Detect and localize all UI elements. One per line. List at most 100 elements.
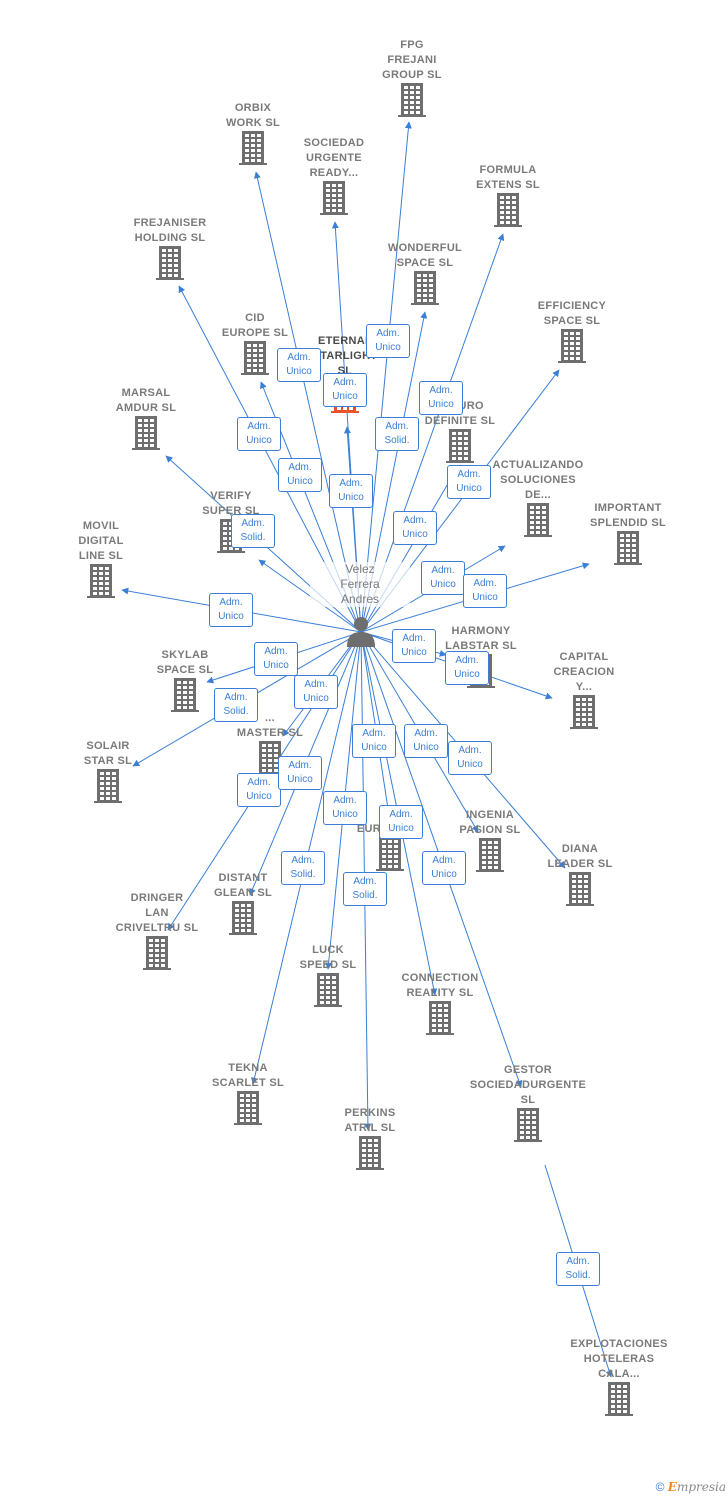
- role-badge-connection[interactable]: Adm. Unico: [379, 805, 423, 839]
- role-badge-master[interactable]: Adm. Unico: [237, 773, 281, 807]
- company-node-gestor[interactable]: GESTOR SOCIEDADURGENTE SL: [468, 1063, 588, 1142]
- company-node-luck[interactable]: LUCK SPEED SL: [268, 943, 388, 1007]
- role-badge-orbix[interactable]: Adm. Unico: [277, 348, 321, 382]
- company-label[interactable]: CID EUROPE SL: [221, 312, 289, 339]
- role-badge-eternal[interactable]: Adm. Unico: [329, 474, 373, 508]
- building-icon: [94, 769, 122, 803]
- role-badge-fpg[interactable]: Adm. Unico: [366, 324, 410, 358]
- building-icon: [614, 531, 642, 565]
- building-icon: [234, 1091, 262, 1125]
- role-badge-luck[interactable]: Adm. Unico: [323, 791, 367, 825]
- company-label[interactable]: TEKNA SCARLET SL: [211, 1062, 285, 1089]
- role-badge-solair[interactable]: Adm. Solid.: [214, 688, 258, 722]
- role-badge-cid[interactable]: Adm. Unico: [278, 458, 322, 492]
- company-node-explotaciones[interactable]: EXPLOTACIONES HOTELERAS CALA...: [559, 1337, 679, 1416]
- company-label[interactable]: HARMONY LABSTAR SL: [445, 625, 517, 652]
- company-label[interactable]: FPG FREJANI GROUP SL: [382, 39, 442, 81]
- role-badge-sociedad[interactable]: Adm. Unico: [323, 373, 367, 407]
- role-badge-ingenia[interactable]: Adm. Unico: [404, 724, 448, 758]
- role-badge-tekna[interactable]: Adm. Solid.: [281, 851, 325, 885]
- company-node-wonderful[interactable]: WONDERFUL SPACE SL: [365, 241, 485, 305]
- company-label[interactable]: MOVIL DIGITAL LINE SL: [78, 520, 124, 562]
- company-label[interactable]: SOLAIR STAR SL: [83, 740, 133, 767]
- company-label[interactable]: MARSAL AMDUR SL: [115, 387, 177, 414]
- building-icon: [229, 901, 257, 935]
- company-node-formula[interactable]: FORMULA EXTENS SL: [448, 163, 568, 227]
- company-node-efficiency[interactable]: EFFICIENCY SPACE SL: [512, 299, 632, 363]
- building-icon: [566, 872, 594, 906]
- company-node-marsal[interactable]: MARSAL AMDUR SL: [86, 386, 206, 450]
- role-badge-perkins[interactable]: Adm. Solid.: [343, 872, 387, 906]
- company-label[interactable]: PERKINS ATRIL SL: [344, 1107, 396, 1134]
- center-person-name[interactable]: Velez Ferrera Andres: [310, 562, 410, 607]
- company-node-fpg[interactable]: FPG FREJANI GROUP SL: [352, 38, 472, 117]
- company-node-perkins[interactable]: PERKINS ATRIL SL: [310, 1106, 430, 1170]
- company-label[interactable]: CAPITAL CREACION Y...: [553, 651, 615, 693]
- role-badge-wonderful[interactable]: Adm. Solid.: [375, 417, 419, 451]
- company-label[interactable]: GESTOR SOCIEDADURGENTE SL: [469, 1064, 587, 1106]
- edge-to-orbix: [253, 171, 362, 633]
- company-label[interactable]: EXPLOTACIONES HOTELERAS CALA...: [570, 1338, 668, 1380]
- company-label[interactable]: FREJANISER HOLDING SL: [133, 217, 207, 244]
- company-label[interactable]: LUCK SPEED SL: [299, 944, 357, 971]
- company-label[interactable]: FORMULA EXTENS SL: [476, 164, 540, 191]
- building-icon: [476, 838, 504, 872]
- building-icon: [356, 1136, 384, 1170]
- company-label[interactable]: CONNECTION REALITY SL: [401, 972, 479, 999]
- building-icon: [376, 837, 404, 871]
- building-icon: [411, 271, 439, 305]
- company-node-connection[interactable]: CONNECTION REALITY SL: [380, 971, 500, 1035]
- role-badge-futuro[interactable]: Adm. Unico: [393, 511, 437, 545]
- role-badge-diana[interactable]: Adm. Unico: [448, 741, 492, 775]
- company-label[interactable]: ACTUALIZANDO SOLUCIONES DE...: [492, 459, 584, 501]
- company-label[interactable]: SKYLAB SPACE SL: [156, 649, 214, 676]
- company-label[interactable]: ... MASTER SL: [236, 712, 304, 739]
- company-node-master[interactable]: ... MASTER SL: [210, 711, 330, 775]
- role-badge-actualizando[interactable]: Adm. Unico: [421, 561, 465, 595]
- company-label[interactable]: DIANA LEADER SL: [547, 843, 613, 870]
- role-badge-efficiency[interactable]: Adm. Unico: [447, 465, 491, 499]
- role-badge-explotaciones[interactable]: Adm. Solid.: [556, 1252, 600, 1286]
- role-badge-formula[interactable]: Adm. Unico: [419, 381, 463, 415]
- company-node-diana[interactable]: DIANA LEADER SL: [520, 842, 640, 906]
- company-node-distant[interactable]: DISTANT GLEAN SL: [183, 871, 303, 935]
- company-label[interactable]: EFFICIENCY SPACE SL: [537, 300, 607, 327]
- role-badge-dringer[interactable]: Adm. Unico: [278, 756, 322, 790]
- company-node-capital[interactable]: CAPITAL CREACION Y...: [524, 650, 644, 729]
- person-icon[interactable]: [344, 614, 378, 648]
- role-badge-movil[interactable]: Adm. Unico: [209, 593, 253, 627]
- company-node-skylab[interactable]: SKYLAB SPACE SL: [125, 648, 245, 712]
- company-node-dringer[interactable]: DRINGER LAN CRIVELTRU SL: [97, 891, 217, 970]
- company-label[interactable]: DRINGER LAN CRIVELTRU SL: [115, 892, 199, 934]
- company-label[interactable]: SOCIEDAD URGENTE READY...: [303, 137, 365, 179]
- company-label[interactable]: DISTANT GLEAN SL: [213, 872, 272, 899]
- company-node-tekna[interactable]: TEKNA SCARLET SL: [188, 1061, 308, 1125]
- role-badge-frejaniser[interactable]: Adm. Unico: [237, 417, 281, 451]
- brand-logo: Empresia: [667, 1480, 726, 1494]
- company-node-actualizando[interactable]: ACTUALIZANDO SOLUCIONES DE...: [478, 458, 598, 537]
- building-icon: [87, 564, 115, 598]
- company-node-movil[interactable]: MOVIL DIGITAL LINE SL: [41, 519, 161, 598]
- company-label[interactable]: ETERNAL STARLIGHT SL: [312, 335, 378, 377]
- role-badge-harmony[interactable]: Adm. Unico: [392, 629, 436, 663]
- company-node-sociedad[interactable]: SOCIEDAD URGENTE READY...: [274, 136, 394, 215]
- company-node-ingenia[interactable]: INGENIA PASION SL: [430, 808, 550, 872]
- company-node-important[interactable]: IMPORTANT SPLENDID SL: [568, 501, 688, 565]
- edge-to-fpg: [360, 121, 412, 633]
- company-node-orbix[interactable]: ORBIX WORK SL: [193, 101, 313, 165]
- company-label[interactable]: INGENIA PASION SL: [459, 809, 521, 836]
- company-node-solair[interactable]: SOLAIR STAR SL: [48, 739, 168, 803]
- company-label[interactable]: WONDERFUL SPACE SL: [387, 242, 463, 269]
- role-badge-capital[interactable]: Adm. Unico: [445, 651, 489, 685]
- role-badge-europe[interactable]: Adm. Unico: [352, 724, 396, 758]
- role-badge-important[interactable]: Adm. Unico: [463, 574, 507, 608]
- role-badge-verify[interactable]: Adm. Solid.: [231, 514, 275, 548]
- role-badge-gestor[interactable]: Adm. Unico: [422, 851, 466, 885]
- role-badge-distant[interactable]: Adm. Unico: [294, 675, 338, 709]
- company-label[interactable]: VERIFY SUPER SL: [202, 490, 260, 517]
- role-badge-skylab[interactable]: Adm. Unico: [254, 642, 298, 676]
- company-label[interactable]: IMPORTANT SPLENDID SL: [589, 502, 667, 529]
- company-label[interactable]: ORBIX WORK SL: [225, 102, 281, 129]
- company-node-cid[interactable]: CID EUROPE SL: [195, 311, 315, 375]
- company-node-frejaniser[interactable]: FREJANISER HOLDING SL: [110, 216, 230, 280]
